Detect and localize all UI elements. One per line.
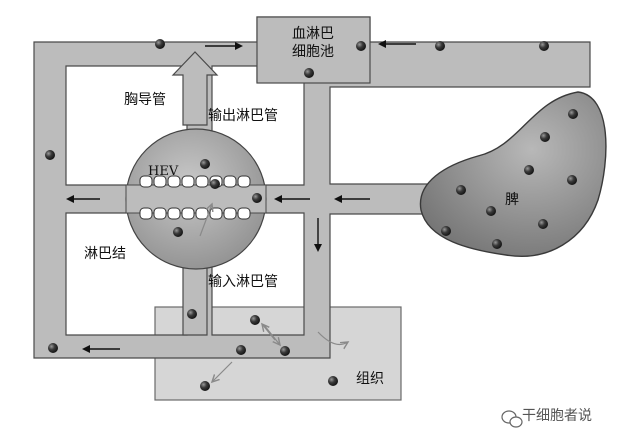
spleen-label: 脾: [505, 192, 519, 208]
wechat-icon: [501, 410, 523, 428]
flow-arrow-bottom-left: [82, 345, 120, 353]
thoracic-duct-label: 胸导管: [124, 92, 166, 108]
afferent-lymphatic-label: 输入淋巴管: [208, 274, 278, 290]
flow-arrow-spleen-in: [334, 195, 370, 203]
spleen: [419, 91, 607, 257]
lymphocyte-pool-label-line2: 细胞池: [292, 44, 334, 60]
flow-arrow-down: [314, 218, 322, 252]
lymphocytes: [45, 39, 578, 391]
lymphocyte-pool-label-line1: 血淋巴: [292, 26, 334, 42]
lymphocyte-pool-label: 血淋巴 细胞池: [283, 25, 343, 61]
watermark-text: 干细胞者说: [522, 408, 592, 424]
migration-arrows: [199, 204, 348, 382]
flow-arrow-from-right: [378, 40, 416, 48]
efferent-lymphatic-label: 输出淋巴管: [208, 108, 278, 124]
thoracic-duct-arrow: [171, 51, 219, 126]
flow-arrow-left-center: [66, 195, 100, 203]
hev-label: HEV: [148, 164, 179, 179]
flow-arrow-to-pool: [205, 42, 243, 50]
flow-arrow-spleen-out: [274, 195, 310, 203]
hev-endothelium: [139, 175, 251, 220]
lymph-node-label: 淋巴结: [84, 246, 126, 262]
tissue-label: 组织: [356, 371, 384, 387]
watermark: 干细胞者说: [522, 405, 592, 425]
flow-arrows: [66, 40, 416, 353]
